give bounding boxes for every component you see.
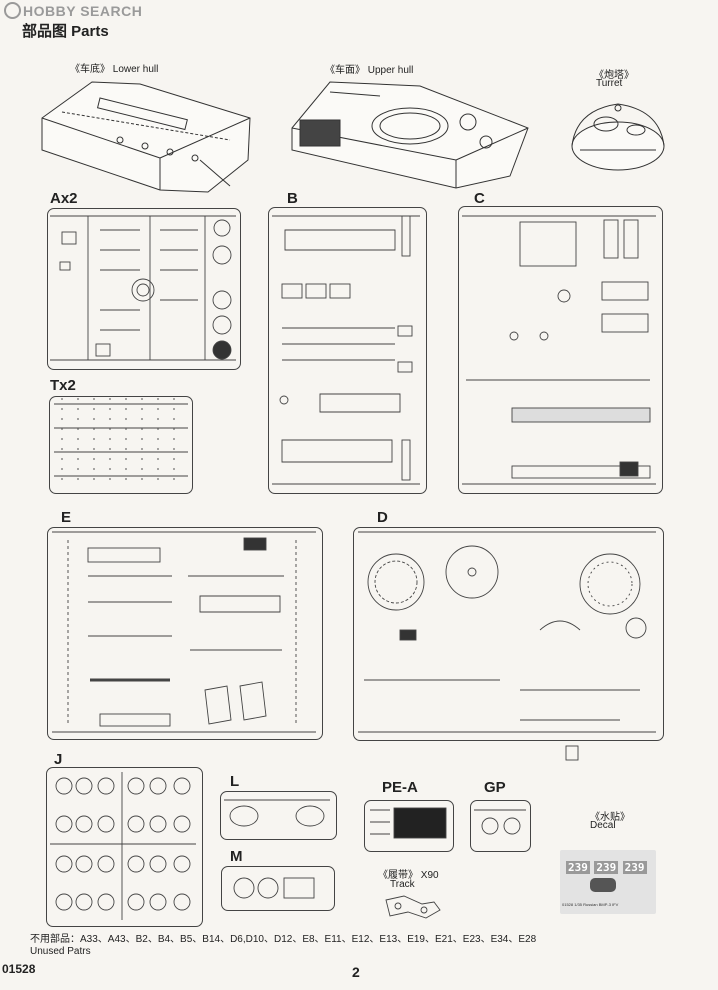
sprue-gp-label: GP — [484, 779, 506, 796]
unused-parts-label-cn: 不用部品： — [30, 934, 80, 945]
pe-a-frame — [364, 800, 454, 852]
hobby-search-logo-icon — [4, 2, 21, 19]
sprue-e-label: E — [61, 509, 72, 526]
page-title: 部品图 Parts — [22, 23, 109, 40]
sprue-m-label: M — [230, 848, 243, 865]
watermark: HOBBY SEARCH — [4, 2, 142, 19]
unused-parts: 不用部品：A33、A43、B2、B4、B5、B14、D6,D10、D12、E8、… — [30, 934, 536, 958]
decal-sheet: 239 239 239 01528 1/35 Russian BMP-3 IFV — [560, 850, 656, 914]
product-code: 01528 — [2, 962, 36, 976]
sprue-l-label: L — [230, 773, 240, 790]
page-number: 2 — [352, 964, 360, 980]
turret-label-cn: 《炮塔》 — [594, 70, 634, 81]
sprue-b-frame — [268, 207, 427, 494]
sprue-pe-a-label: PE-A — [382, 779, 418, 796]
sprue-b-label: B — [287, 190, 298, 207]
decal-number: 239 — [566, 861, 590, 874]
turret-drawing — [571, 103, 665, 171]
track-label-cn: 《履带》 X90 — [378, 870, 439, 881]
decal-label-en: Decal — [590, 820, 616, 831]
sprue-a-frame — [47, 208, 241, 370]
sprue-j-frame — [46, 767, 203, 927]
sprue-e-frame — [47, 527, 323, 740]
decal-number: 239 — [622, 861, 647, 874]
decal-number: 239 — [594, 861, 619, 874]
watermark-text: HOBBY SEARCH — [23, 3, 143, 19]
decal-emblem — [590, 878, 616, 892]
sprue-d-label: D — [377, 509, 388, 526]
sprue-c-label: C — [474, 190, 485, 207]
decal-label-cn: 《水贴》 — [590, 812, 630, 823]
decal-caption: 01528 1/35 Russian BMP-3 IFV — [562, 902, 619, 907]
upper-hull-drawing — [291, 81, 529, 189]
sprue-l-frame — [220, 791, 337, 840]
decal-numbers: 239 239 239 — [566, 858, 647, 876]
sprue-t-label: Tx2 — [50, 377, 76, 394]
sprue-d-frame — [353, 527, 664, 741]
gp-frame — [470, 800, 531, 852]
sprue-c-frame — [458, 206, 663, 494]
sprue-t-frame — [49, 396, 193, 494]
sprue-j-label: J — [54, 751, 63, 768]
sprue-m-frame — [221, 866, 335, 911]
lower-hull-label: 《车底》 Lower hull — [70, 64, 159, 75]
unused-parts-list: A33、A43、B2、B4、B5、B14、D6,D10、D12、E8、E11、E… — [80, 934, 537, 945]
turret-label-en: Turret — [596, 78, 623, 89]
track-link-drawing — [385, 895, 441, 919]
upper-hull-label: 《车面》 Upper hull — [325, 65, 414, 76]
sprue-a-label: Ax2 — [50, 190, 78, 207]
lower-hull-drawing — [41, 81, 251, 193]
track-label-en: Track — [390, 879, 415, 890]
unused-parts-label-en: Unused Patrs — [30, 946, 91, 957]
